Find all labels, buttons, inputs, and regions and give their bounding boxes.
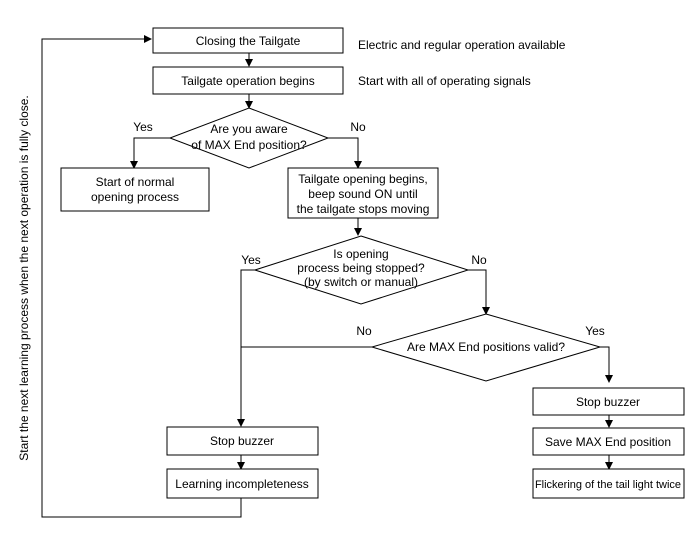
normal-open-box [60,167,210,212]
aware-decision [168,107,330,169]
flicker-box [532,468,685,499]
connector-valid-yes [600,346,613,383]
stopped-line-2: process being stopped? [297,261,425,275]
stopped-line-3: (by switch or manual) [304,275,418,289]
opening-begins-box [287,167,439,219]
connector-stopped-yes [237,269,255,427]
closing-note: Electric and regular operation available [358,38,566,52]
opening-begins-line-1: Tailgate opening begins, [298,172,427,186]
loop-side-note: Start the next learning process when the… [17,95,31,461]
incomplete-box [166,468,319,499]
valid-no-label: No [356,324,372,338]
stopped-no-label: No [471,253,487,267]
closing-label: Closing the Tailgate [196,34,301,48]
connector-stopped-no [468,269,490,315]
opening-begins-line-3: the tailgate stops moving [297,202,430,216]
stop-buzzer-right-box [532,387,685,416]
opening-begins-line-2: beep sound ON until [308,187,417,201]
connector-loop-back [41,35,242,518]
flicker-label: Flickering of the tail light twice [535,479,681,491]
normal-open-line-1: Start of normal [96,175,175,189]
valid-yes-label: Yes [585,324,605,338]
connector-aware-no [328,137,362,169]
op-begins-label: Tailgate operation begins [181,74,314,88]
incomplete-label: Learning incompleteness [175,477,308,491]
stopped-decision [253,235,470,305]
aware-yes-label: Yes [133,120,153,134]
connector-aware-yes [130,137,170,169]
closing-box [152,27,344,54]
aware-line-1: Are you aware [210,122,288,136]
stopped-yes-label: Yes [241,253,261,267]
op-begins-note: Start with all of operating signals [358,74,531,88]
valid-decision [370,313,602,382]
stop-buzzer-right-label: Stop buzzer [576,395,640,409]
op-begins-box [152,66,344,95]
stop-buzzer-left-label: Stop buzzer [210,434,274,448]
aware-line-2: of MAX End position? [191,138,307,152]
save-max-label: Save MAX End position [545,435,671,449]
stopped-line-1: Is opening [333,247,388,261]
aware-no-label: No [350,120,366,134]
stop-buzzer-left-box [166,426,319,456]
normal-open-line-2: opening process [91,190,179,204]
save-max-box [532,427,685,456]
valid-label: Are MAX End positions valid? [407,340,565,354]
